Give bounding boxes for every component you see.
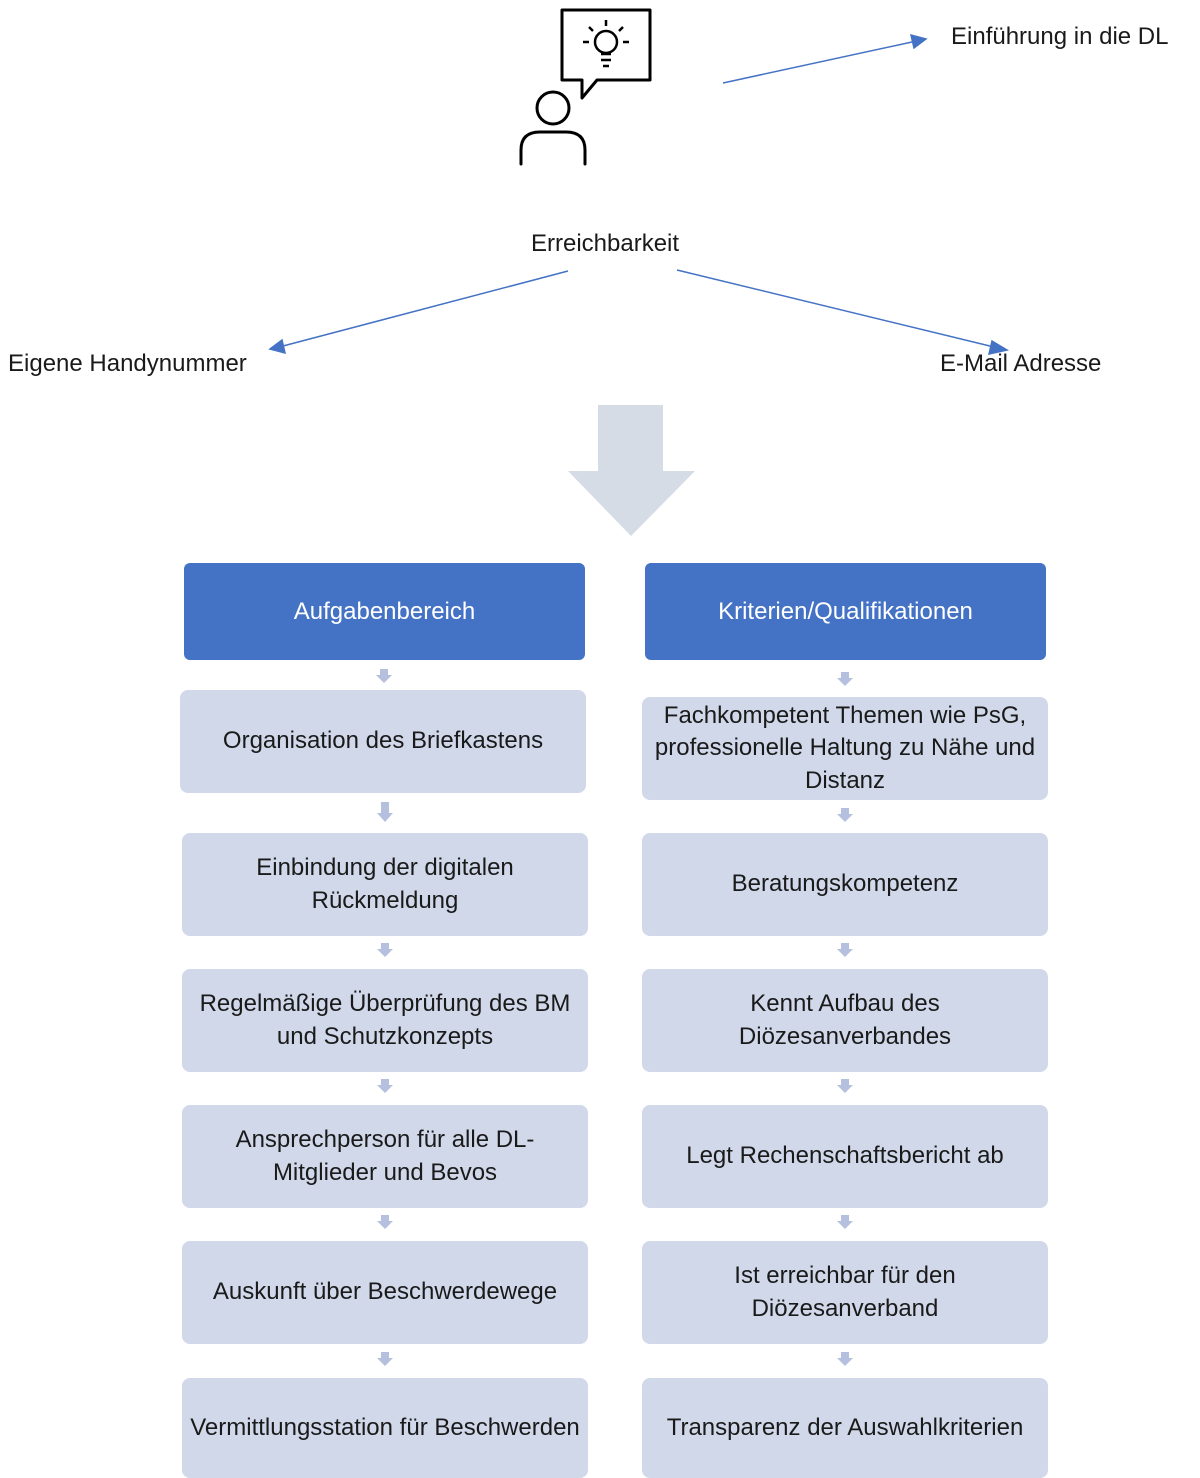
arrow-to-intro <box>722 41 913 84</box>
left-item-6: Vermittlungsstation für Beschwerden <box>182 1378 588 1478</box>
email-label: E-Mail Adresse <box>940 350 1102 377</box>
down-arrow-icon <box>837 943 853 957</box>
big-down-arrow-icon <box>568 405 695 536</box>
right-item-1: Fachkompetent Themen wie PsG, profession… <box>642 697 1048 800</box>
intro-label: Einführung in die DL <box>951 23 1169 50</box>
left-header: Aufgabenbereich <box>184 563 585 660</box>
right-item-3: Kennt Aufbau des Diözesanverbandes <box>642 969 1048 1072</box>
arrow-to-handy <box>282 270 569 347</box>
down-arrow-icon <box>837 1079 853 1093</box>
down-arrow-icon <box>377 1352 393 1366</box>
down-arrow-icon <box>377 802 393 822</box>
person-with-idea-icon <box>519 8 652 166</box>
down-arrow-icon <box>377 1215 393 1229</box>
handy-label: Eigene Handynummer <box>8 350 247 377</box>
lightbulb-icon <box>583 20 629 68</box>
right-item-2: Beratungskompetenz <box>642 833 1048 936</box>
down-arrow-icon <box>837 672 853 686</box>
reach-label: Erreichbarkeit <box>531 230 680 257</box>
right-item-4: Legt Rechenschaftsbericht ab <box>642 1105 1048 1208</box>
down-arrow-icon <box>376 669 392 683</box>
connector-arrows <box>268 33 1009 355</box>
right-item-5: Ist erreichbar für den Diözesanverband <box>642 1241 1048 1344</box>
left-item-5: Auskunft über Beschwerdewege <box>182 1241 588 1344</box>
arrow-to-email <box>676 269 995 348</box>
right-header: Kriterien/Qualifikationen <box>645 563 1046 660</box>
down-arrow-icon <box>377 943 393 957</box>
left-item-4: Ansprechperson für alle DL-Mitglieder un… <box>182 1105 588 1208</box>
down-arrow-icon <box>377 1079 393 1093</box>
right-item-6: Transparenz der Auswahlkriterien <box>642 1378 1048 1478</box>
left-item-1: Organisation des Briefkastens <box>180 690 586 793</box>
left-item-3: Regelmäßige Überprüfung des BM und Schut… <box>182 969 588 1072</box>
left-item-2: Einbindung der digitalen Rückmeldung <box>182 833 588 936</box>
down-arrow-icon <box>837 808 853 822</box>
down-arrow-icon <box>837 1352 853 1366</box>
down-arrow-icon <box>837 1215 853 1229</box>
